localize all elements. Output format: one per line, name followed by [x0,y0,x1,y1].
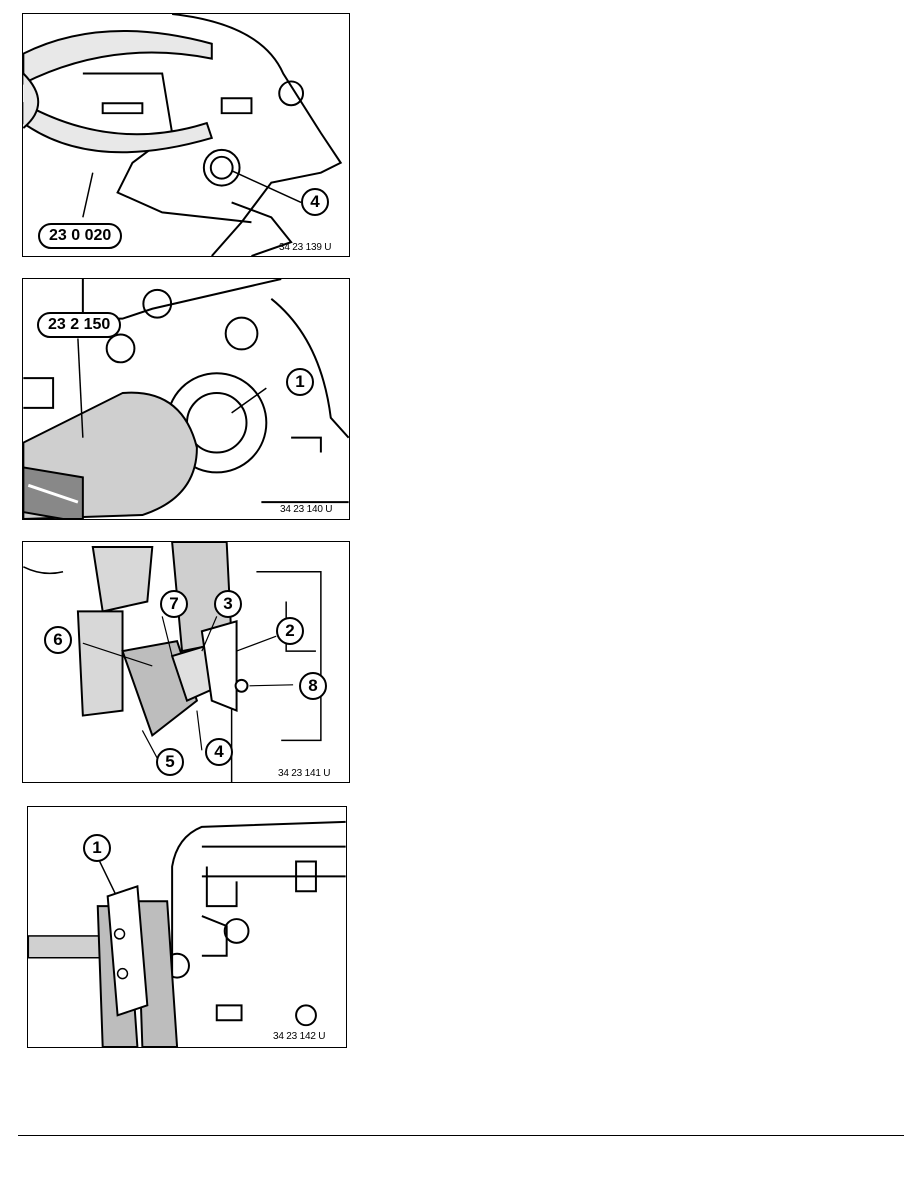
callout-4: 4 [205,738,233,766]
figure-reference: 34 23 139 U [279,242,332,253]
callout-3: 3 [214,590,242,618]
figure-1-illustration [23,14,343,256]
callout-1: 1 [286,368,314,396]
footer-rule [18,1135,904,1136]
figure-reference: 34 23 141 U [278,768,331,779]
figure-1: 4 23 0 020 34 23 139 U [22,13,350,257]
callout-7: 7 [160,590,188,618]
figure-4-illustration [28,820,346,1047]
callout-1: 1 [83,834,111,862]
figure-4: 1 34 23 142 U [27,806,347,1048]
callout-5: 5 [156,748,184,776]
callout-8: 8 [299,672,327,700]
callout-6: 6 [44,626,72,654]
figure-3: 7 3 2 6 8 4 5 34 23 141 U [22,541,350,783]
tool-number-label: 23 2 150 [37,312,122,338]
figure-reference: 34 23 140 U [280,504,333,515]
tool-number-label: 23 0 020 [38,223,123,249]
callout-4: 4 [301,188,329,216]
figure-2-illustration [23,279,349,519]
figure-3-illustration [23,542,322,782]
figure-2: 23 2 150 1 34 23 140 U [22,278,350,520]
figure-reference: 34 23 142 U [273,1031,326,1042]
callout-2: 2 [276,617,304,645]
